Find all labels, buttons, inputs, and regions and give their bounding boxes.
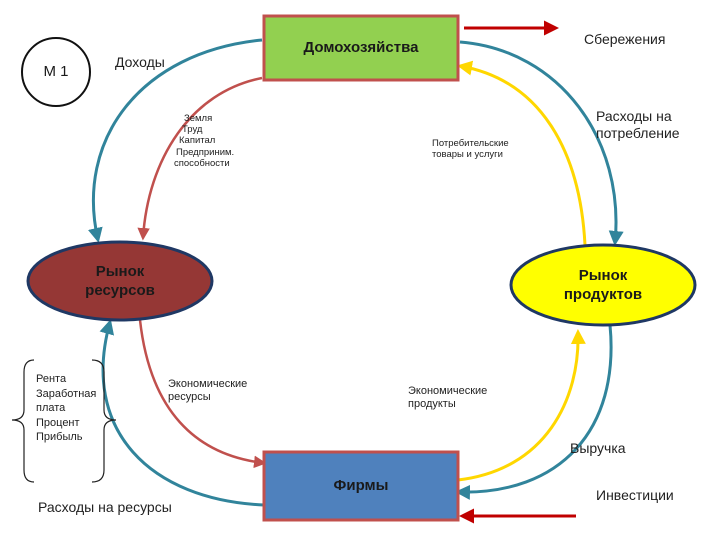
income-type-item: Рента — [36, 373, 67, 385]
income-type-item: плата — [36, 402, 66, 415]
resource-market-ellipse — [26, 240, 214, 322]
factor-item: Предприним. — [176, 146, 235, 158]
product-market-ellipse — [509, 243, 697, 327]
income-types-list: Рента Заработная плата Процент Прибыль — [36, 372, 96, 445]
m1-badge-label: М 1 — [43, 63, 69, 81]
investment-label: Инвестиции — [596, 487, 674, 503]
consumption-spending-arrow — [459, 40, 624, 246]
resource-market-label: Рынок ресурсов — [85, 262, 155, 300]
resources-to-households-arrow — [137, 76, 263, 241]
revenue-label: Выручка — [570, 440, 626, 456]
factor-item: Земля — [184, 113, 213, 124]
households-label: Домохозяйства — [303, 39, 419, 57]
income-label: Доходы — [115, 54, 165, 70]
households-box — [262, 14, 460, 82]
firms-box — [262, 450, 460, 522]
consumer-goods-label: Потребительские товары и услуги — [432, 138, 509, 161]
income-flow-arrow — [88, 38, 263, 243]
right-brace — [91, 359, 117, 483]
factors-list: Земля Труд Капитал Предприним. способнос… — [174, 113, 234, 169]
consumer-goods-arrow — [457, 60, 587, 246]
factor-item: Капитал — [179, 135, 216, 147]
resource-market-node: Рынок ресурсов — [40, 248, 200, 314]
consumption-spending-label: Расходы на потребление — [596, 108, 680, 141]
income-type-item: Прибыль — [36, 431, 83, 444]
resource-spending-arrow — [99, 319, 265, 507]
firms-label: Фирмы — [333, 477, 389, 495]
resource-spending-label: Расходы на ресурсы — [38, 499, 172, 515]
product-market-node: Рынок продуктов — [523, 252, 683, 318]
factor-item: способности — [174, 157, 230, 169]
factor-item: Труд — [182, 124, 203, 136]
m1-badge: М 1 — [22, 52, 90, 92]
economic-products-label: Экономические продукты — [408, 385, 488, 410]
economic-resources-arrow — [138, 319, 267, 469]
economic-resources-label: Экономические ресурсы — [168, 378, 248, 403]
left-brace — [11, 359, 35, 483]
m1-badge-circle — [21, 37, 91, 107]
revenue-arrow — [455, 324, 613, 500]
households-node: Домохозяйства — [264, 16, 458, 80]
firms-node: Фирмы — [264, 452, 458, 520]
income-type-item: Заработная — [36, 387, 97, 400]
income-type-item: Процент — [36, 416, 80, 429]
product-market-label: Рынок продуктов — [563, 266, 643, 304]
savings-label: Сбережения — [584, 31, 666, 47]
economic-products-arrow — [457, 329, 586, 482]
